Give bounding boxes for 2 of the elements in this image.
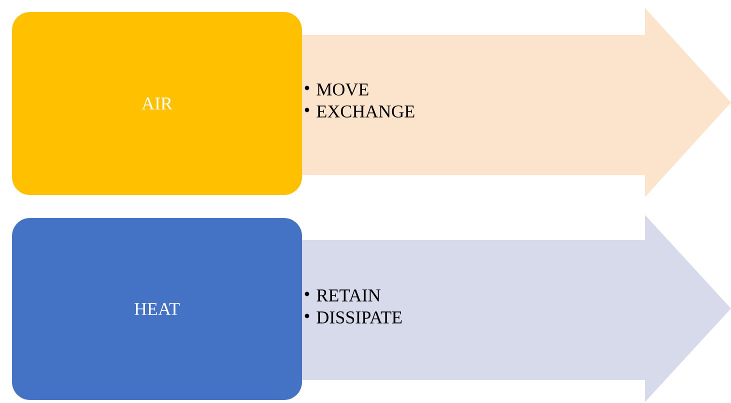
rounded-box: AIR (12, 12, 302, 195)
rounded-box: HEAT (12, 218, 302, 400)
